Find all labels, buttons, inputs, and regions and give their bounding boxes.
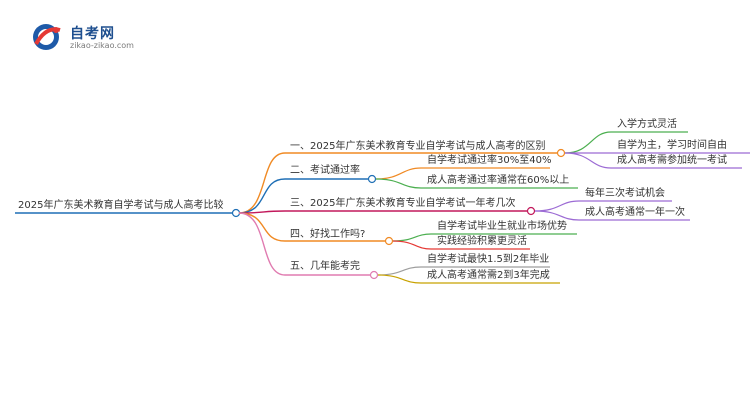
leaf-edge-2-1	[375, 167, 550, 180]
branch-label-3: 三、2025年广东美术教育专业自学考试一年考几次	[290, 198, 516, 209]
leaf-edge-4-2	[392, 240, 530, 250]
leaf-label-5-1: 自学考试最快1.5到2年毕业	[427, 254, 550, 265]
root-node-dot	[231, 208, 241, 218]
branch-node-dot-4	[384, 236, 394, 246]
logo-icon	[33, 24, 61, 50]
leaf-label-5-2: 成人高考通常需2到3年完成	[427, 270, 550, 281]
leaf-label-3-2: 成人高考通常一年一次	[585, 207, 685, 218]
branch-label-2: 二、考试通过率	[290, 165, 360, 176]
mindmap-edges	[15, 131, 750, 284]
leaf-edge-1-3	[564, 152, 742, 169]
leaf-edge-3-2	[534, 210, 690, 221]
branch-edge-5	[238, 212, 370, 276]
logo-title: 自考网	[70, 26, 115, 42]
leaf-label-2-2: 成人高考通过率通常在60%以上	[427, 175, 570, 186]
branch-label-1: 一、2025年广东美术教育专业自学考试与成人高考的区别	[290, 141, 546, 152]
branch-node-dot-5	[369, 270, 379, 280]
leaf-label-4-1: 自学考试毕业生就业市场优势	[437, 221, 567, 232]
branch-node-dot-3	[526, 206, 536, 216]
logo-subtitle: zikao-zikao.com	[70, 41, 134, 50]
leaf-label-1-2: 自学为主，学习时间自由	[617, 140, 727, 151]
branch-node-dot-2	[367, 174, 377, 184]
leaf-edge-5-2	[377, 274, 560, 284]
branch-label-4: 四、好找工作吗?	[290, 229, 366, 240]
branch-edge-2	[238, 178, 368, 214]
branch-edge-3	[238, 210, 527, 214]
branch-node-dot-1	[556, 148, 566, 158]
site-logo[interactable]: 自考网 zikao-zikao.com	[30, 20, 170, 54]
branch-edge-4	[238, 212, 385, 242]
leaf-edge-2-2	[375, 178, 578, 189]
leaf-label-3-1: 每年三次考试机会	[585, 188, 665, 199]
root-label: 2025年广东美术教育自学考试与成人高考比较	[18, 200, 224, 211]
leaf-edge-1-1	[564, 131, 688, 154]
leaf-label-1-1: 入学方式灵活	[617, 119, 677, 130]
branch-label-5: 五、几年能考完	[290, 261, 360, 272]
leaf-label-4-2: 实践经验积累更灵活	[437, 236, 527, 247]
branch-edge-1	[238, 152, 557, 214]
leaf-label-1-3: 成人高考需参加统一考试	[617, 155, 727, 166]
leaf-label-2-1: 自学考试通过率30%至40%	[427, 155, 552, 166]
leaf-edge-3-1	[534, 200, 672, 212]
